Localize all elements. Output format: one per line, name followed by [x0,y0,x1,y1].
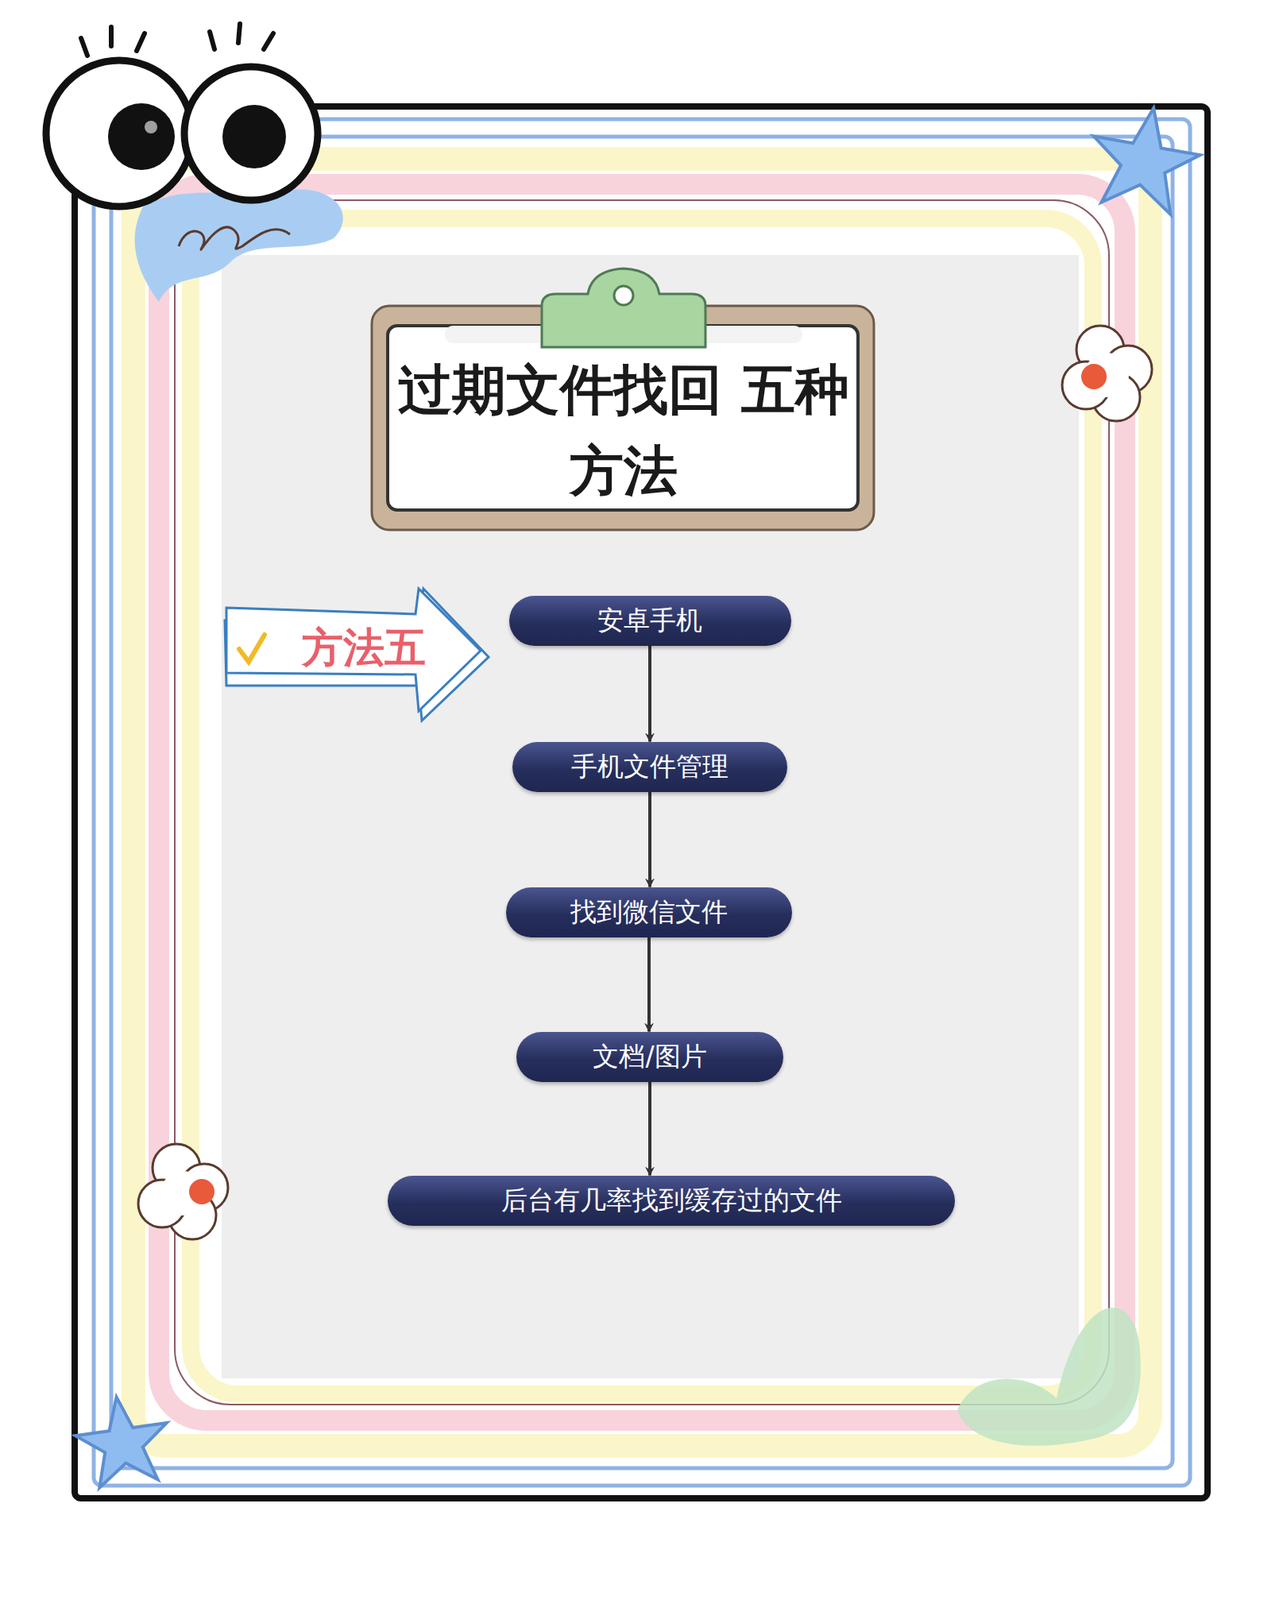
process-pill: 找到微信文件 [506,887,793,938]
doodle [178,227,290,250]
cartoon-eyes [46,23,318,207]
arrow-tag: 方法五 [221,585,491,727]
flower [138,1143,229,1240]
frame-line [93,119,1191,1486]
paint-splash [135,189,344,302]
star [70,1391,174,1491]
step-text: 后台有几率找到缓存过的文件 [501,1182,843,1219]
flow-arrow [648,792,652,888]
check-mark [239,634,265,662]
process-pill: 手机文件管理 [512,741,788,793]
outer-frame [74,106,1208,1499]
step-text: 文档/图片 [592,1039,707,1075]
process-pill: 安卓手机 [509,595,792,646]
clipboard [371,268,874,530]
flow-arrow [648,1082,652,1176]
flow-arrow [648,645,652,742]
frame-band [190,218,1094,1395]
process-pill: 文档/图片 [516,1031,784,1083]
step-text: 安卓手机 [597,602,703,639]
flower [1062,325,1152,422]
method-label: 方法五 [285,620,426,677]
frame-line [111,136,1173,1469]
title: 过期文件找回 五种方法 [397,349,851,512]
step-text: 手机文件管理 [571,749,729,785]
frame-band [133,158,1151,1446]
paint-splash [957,1307,1141,1446]
flow-arrow [647,937,651,1032]
frame-band [158,184,1125,1421]
frame-line [174,200,1110,1405]
star [1082,98,1207,218]
step-text: 找到微信文件 [570,894,728,931]
panel [221,255,1079,1379]
process-pill: 后台有几率找到缓存过的文件 [387,1175,955,1226]
